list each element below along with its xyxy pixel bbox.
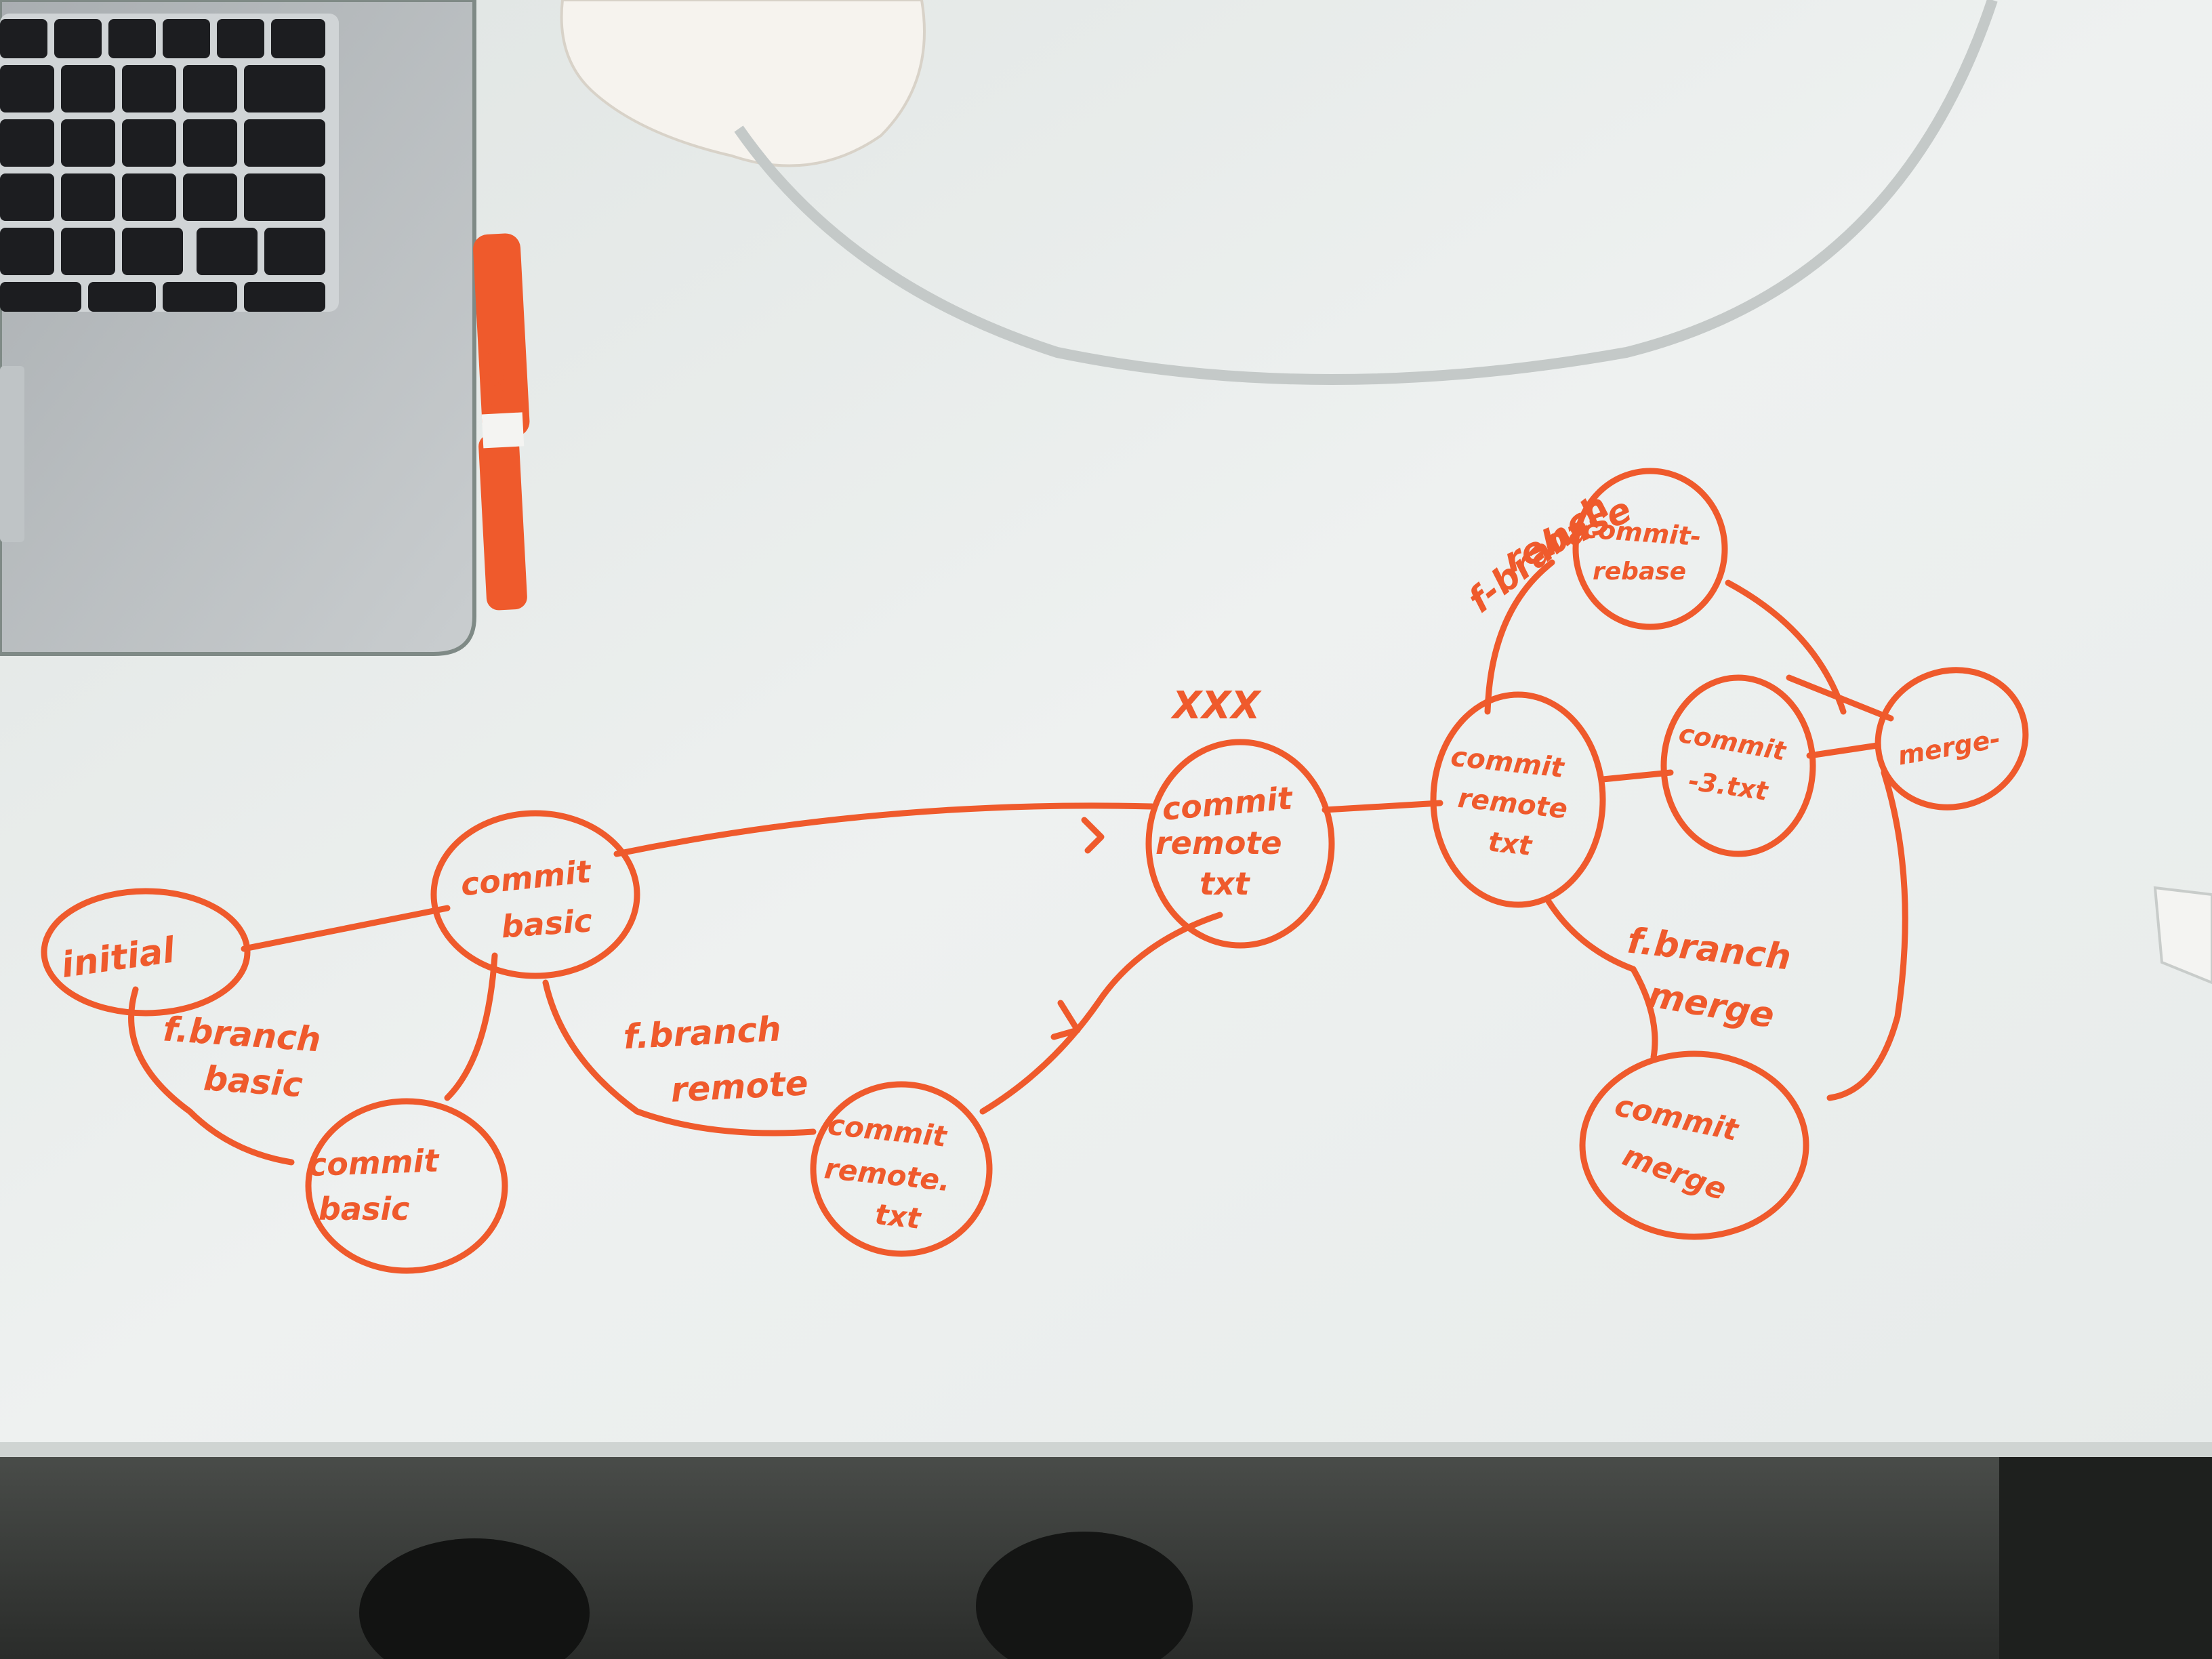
paper-scrap xyxy=(2153,886,2212,985)
node-merge xyxy=(1875,667,2029,811)
floor-shadow xyxy=(1999,1457,2212,1659)
edge-commit-remote-commit-remote-right xyxy=(1322,800,1443,813)
node-labels: initial commit basic commit basic commit… xyxy=(59,514,2003,1235)
edge-commit-rebase-merge xyxy=(1725,579,1847,715)
keyboard-keys xyxy=(0,19,325,312)
edge-initial-commit-basic xyxy=(241,905,451,952)
edge-merge-commit-merge xyxy=(1826,769,1908,1101)
arrowhead xyxy=(1081,817,1105,854)
label-commit-rebase-2: rebase xyxy=(1593,558,1686,586)
label-f-branch-remote-2: remote xyxy=(670,1063,809,1110)
node-commit-remote-lower xyxy=(810,1081,993,1257)
label-commit-remote-lower-3: txt xyxy=(874,1197,924,1235)
node-commit-3txt xyxy=(1660,674,1816,857)
arrowhead xyxy=(1050,1000,1081,1040)
edge-commit-basic-commit-remote xyxy=(613,802,1155,857)
edge-commit-remote-lower-commit-remote xyxy=(979,912,1223,1115)
expo-marker: EXPO xyxy=(473,233,530,611)
tissue xyxy=(560,0,926,167)
node-commit-merge xyxy=(1579,1050,1809,1240)
label-f-branch-remote-1: f.branch xyxy=(622,1009,782,1057)
label-commit-remote-right-3: txt xyxy=(1487,826,1534,862)
marker-brand-text: EXPO xyxy=(480,336,511,407)
node-commit-remote-top xyxy=(1145,739,1335,949)
edge-remote-right-commit-merge xyxy=(1545,898,1658,1061)
whiteboard-edge xyxy=(0,1442,2212,1457)
cable xyxy=(734,0,1998,385)
laptop xyxy=(0,0,476,656)
trackpad xyxy=(0,366,24,542)
label-commit-remote-top-3: txt xyxy=(1200,865,1251,902)
label-commit-basic-lower-2: basic xyxy=(319,1191,409,1227)
label-commit-remote-top-2: remote xyxy=(1155,825,1282,861)
shoe-shadow xyxy=(359,1538,590,1659)
label-f-branch-basic-2: basic xyxy=(203,1059,304,1105)
edge-remote-right-commit-rebase xyxy=(1484,559,1555,715)
edge-commit-basic-commit-remote-lower xyxy=(542,979,817,1136)
edge-remote-right-commit-3txt xyxy=(1599,769,1674,783)
node-commit-remote-right xyxy=(1430,691,1606,908)
label-commit-basic-2: basic xyxy=(500,902,594,945)
label-commit-basic-lower-1: commit xyxy=(308,1142,441,1183)
edge-commit-basic-commit-basic-lower xyxy=(444,952,498,1101)
diagram-nodes xyxy=(41,468,2029,1274)
diagram-edges xyxy=(128,559,1908,1166)
node-commit-basic-lower xyxy=(305,1098,508,1274)
node-commit-rebase xyxy=(1572,468,1728,630)
edge-initial-commit-basic-lower xyxy=(128,986,295,1166)
node-commit-basic xyxy=(430,810,640,979)
edge-merge-strike xyxy=(1786,674,1894,722)
node-initial xyxy=(41,888,251,1017)
edge-commit-3txt-merge xyxy=(1806,742,1881,759)
shoe-shadow xyxy=(976,1532,1193,1659)
annotation-xxx: XXX xyxy=(1170,684,1262,728)
